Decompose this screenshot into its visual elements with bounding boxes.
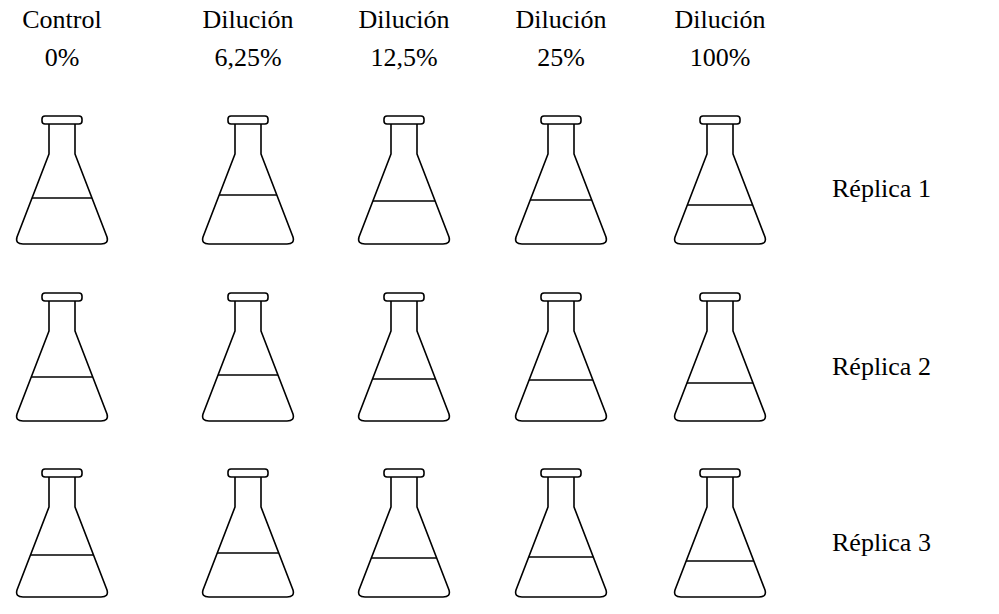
- column-header: Dilución: [675, 6, 766, 35]
- flask-body: [203, 124, 294, 244]
- liquid-level: [217, 552, 278, 554]
- liquid-level: [30, 554, 93, 556]
- flask-lip: [541, 116, 581, 124]
- column-header: 12,5%: [370, 44, 437, 73]
- flask-lip: [700, 116, 740, 124]
- column-header: 6,25%: [214, 44, 281, 73]
- flask-body: [359, 301, 450, 421]
- flask-body: [516, 477, 607, 597]
- flask-body: [675, 477, 766, 597]
- flask-lip: [384, 469, 424, 477]
- liquid-level: [529, 379, 593, 381]
- column-header: 25%: [537, 44, 585, 73]
- liquid-level: [371, 557, 436, 559]
- liquid-level: [32, 197, 92, 199]
- flask-lip: [228, 293, 268, 301]
- flask-body: [203, 301, 294, 421]
- flask-lip: [541, 469, 581, 477]
- flask-body: [359, 124, 450, 244]
- flask-body: [203, 477, 294, 597]
- flask-lip: [228, 469, 268, 477]
- liquid-level: [373, 200, 435, 202]
- column-header: Dilución: [203, 6, 294, 35]
- flask-lip: [42, 293, 82, 301]
- flask-lip: [541, 293, 581, 301]
- liquid-level: [686, 560, 754, 562]
- liquid-level: [219, 194, 277, 196]
- liquid-level: [372, 378, 435, 380]
- flask-lip: [384, 116, 424, 124]
- liquid-level: [31, 376, 92, 378]
- column-header: 100%: [690, 44, 751, 73]
- column-header: 0%: [45, 44, 80, 73]
- flask-lip: [384, 293, 424, 301]
- flask-lip: [42, 116, 82, 124]
- column-header: Control: [22, 6, 101, 35]
- flask-body: [17, 301, 108, 421]
- liquid-level: [529, 556, 594, 558]
- flask-lip: [700, 293, 740, 301]
- flask-body: [359, 477, 450, 597]
- column-header: Dilución: [359, 6, 450, 35]
- column-header: Dilución: [516, 6, 607, 35]
- flask-body: [675, 124, 766, 244]
- flask-lip: [700, 469, 740, 477]
- flask-lip: [228, 116, 268, 124]
- flask-body: [17, 124, 108, 244]
- liquid-level: [687, 382, 753, 384]
- flask-body: [17, 477, 108, 597]
- row-label: Réplica 3: [832, 529, 931, 558]
- flask-body: [675, 301, 766, 421]
- flask-body: [516, 124, 607, 244]
- liquid-level: [530, 199, 591, 201]
- flask-body: [516, 301, 607, 421]
- flask-lip: [42, 469, 82, 477]
- row-label: Réplica 1: [832, 175, 931, 204]
- liquid-level: [218, 374, 278, 376]
- row-label: Réplica 2: [832, 353, 931, 382]
- liquid-level: [687, 204, 752, 206]
